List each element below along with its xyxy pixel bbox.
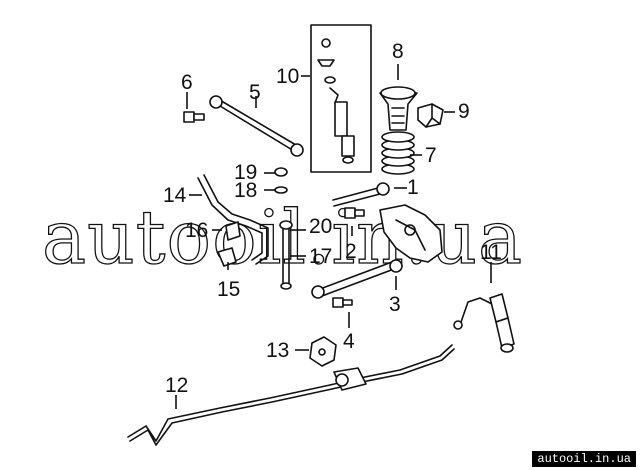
leader-lines: [175, 64, 492, 409]
shock-absorber-kit: [310, 24, 372, 173]
coil-spring: [381, 131, 415, 175]
lateral-link-1: [332, 182, 390, 207]
stabilizer-bracket: [217, 247, 237, 267]
callout-20: 20: [309, 215, 332, 238]
washer-18: [274, 186, 288, 194]
callout-labels: 1 2 3 4 5 6 7 8 9 10 11 12 13 14 15 16 1…: [163, 40, 502, 397]
stabilizer-bushing: [225, 221, 241, 241]
callout-15: 15: [217, 278, 240, 301]
callout-6: 6: [181, 71, 193, 94]
callout-19: 19: [234, 161, 257, 184]
bracket-13: [309, 336, 337, 367]
bump-stop: [379, 86, 418, 131]
bolt-4: [332, 297, 353, 308]
callout-16: 16: [185, 219, 208, 242]
callout-3: 3: [389, 293, 401, 316]
bolt-6: [183, 111, 205, 123]
watermark: autooil.in.ua: [42, 195, 523, 281]
upper-control-rod: [209, 95, 304, 157]
stabilizer-link: [279, 220, 293, 290]
stabilizer-bar: [197, 174, 269, 265]
axle-bracket: [379, 204, 443, 263]
callout-10: 10: [276, 65, 299, 88]
bolt-2: [344, 207, 365, 219]
callout-4: 4: [343, 330, 355, 353]
callout-1: 1: [407, 176, 419, 199]
nut-19: [274, 167, 288, 177]
callout-17: 17: [309, 245, 332, 268]
brake-line: [127, 344, 455, 446]
callout-5: 5: [249, 81, 261, 104]
callout-13: 13: [266, 339, 289, 362]
callout-8: 8: [392, 40, 404, 63]
site-label: autooil.in.ua: [532, 451, 636, 467]
shock-absorber: [453, 293, 515, 353]
callout-12: 12: [165, 374, 188, 397]
spring-insulator: [417, 103, 444, 128]
callout-14: 14: [163, 184, 187, 207]
lower-control-arm: [311, 259, 403, 299]
callout-18: 18: [234, 179, 257, 202]
callout-2: 2: [345, 240, 357, 263]
callout-7: 7: [425, 144, 437, 167]
callout-9: 9: [458, 100, 470, 123]
callout-11: 11: [480, 241, 502, 264]
